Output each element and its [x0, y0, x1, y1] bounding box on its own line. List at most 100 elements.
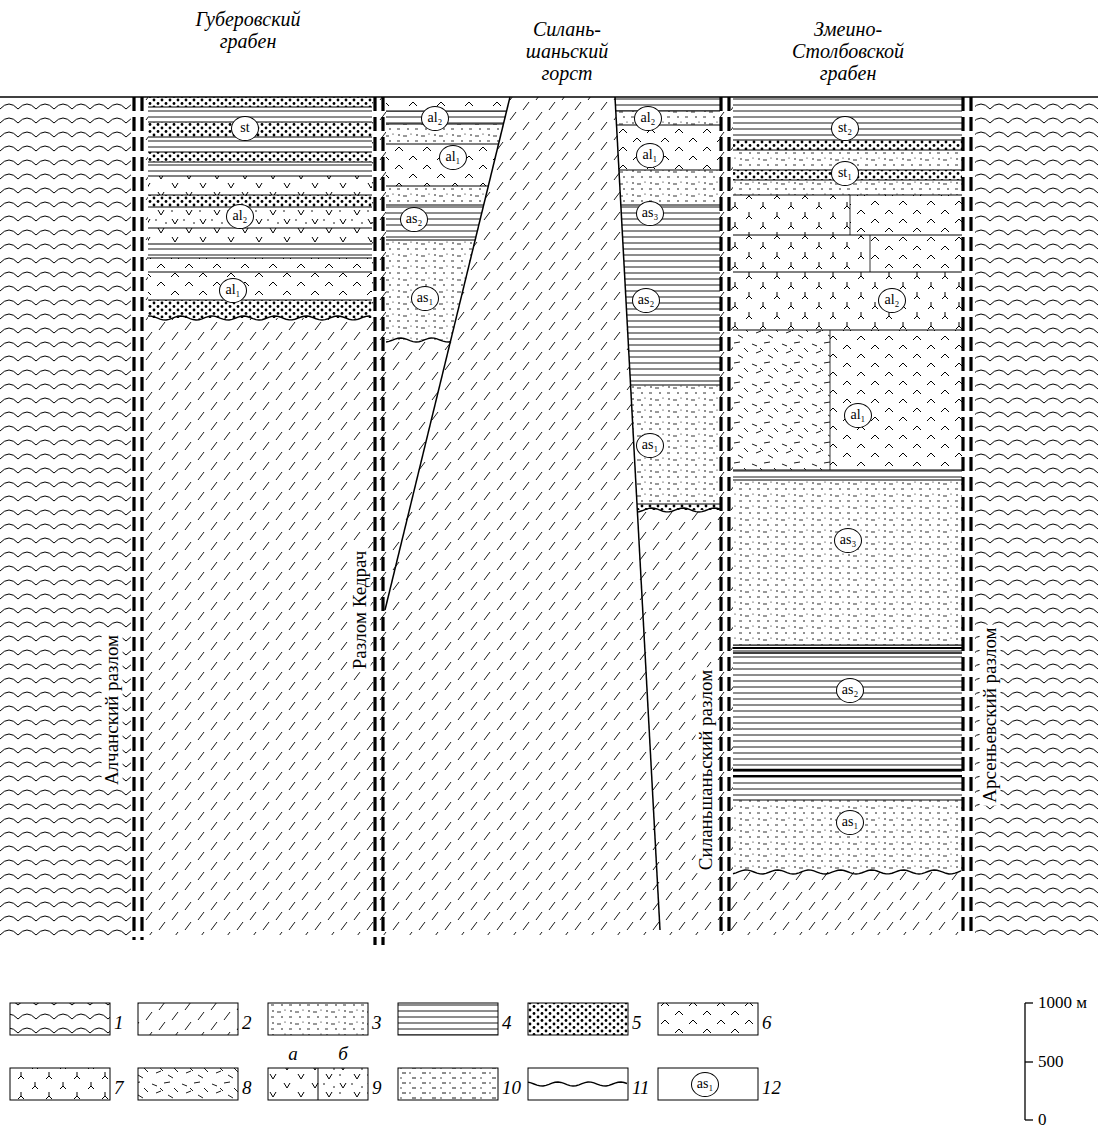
- layer-ground: [148, 244, 372, 258]
- layer-boundary: [386, 240, 510, 241]
- fault-zone: [961, 97, 964, 935]
- layer-boundary: [733, 195, 850, 196]
- swatch-border: [10, 1068, 110, 1100]
- index-circle: as₁: [691, 1072, 719, 1097]
- layer-ground: [850, 195, 962, 235]
- layer-ground: [870, 235, 962, 272]
- legend-number: 4: [502, 1013, 512, 1034]
- legend-number: 10: [502, 1078, 521, 1099]
- metamorphic-basement: [0, 97, 131, 940]
- layer-ground: [615, 170, 720, 205]
- index-circle: st₂: [831, 116, 859, 141]
- layer-ground: [148, 137, 372, 152]
- rock-layer: [148, 300, 372, 318]
- scale-tick: [1025, 1061, 1033, 1062]
- swatch-fill: [10, 1003, 110, 1035]
- swatch-ground: [528, 1003, 628, 1035]
- layer-ground: [733, 800, 962, 872]
- index-circle: st₁: [831, 161, 859, 186]
- index-circle: al₂: [421, 106, 449, 131]
- layer-boundary: [733, 272, 962, 273]
- legend-swatch: [138, 1003, 238, 1035]
- structure-title: Силань- шаньский горст: [512, 18, 622, 84]
- unconformity-line: [615, 508, 720, 512]
- layer-ground: [386, 240, 510, 340]
- legend-number: 12: [762, 1078, 781, 1099]
- index-circle: st: [231, 116, 259, 141]
- layer-boundary: [386, 111, 510, 112]
- legend-sublabel: а: [288, 1044, 298, 1065]
- legend-number: 8: [242, 1078, 252, 1099]
- thick-bed: [733, 775, 962, 777]
- index-label: al₁: [643, 148, 658, 162]
- index-label: as₂: [842, 683, 859, 697]
- rock-layer: [386, 97, 510, 111]
- rock-layer: [148, 162, 372, 176]
- legend-swatch: [10, 1003, 110, 1035]
- legend-swatch: [658, 1003, 758, 1035]
- layer-boundary: [733, 800, 962, 801]
- legend-number: 9: [372, 1078, 382, 1099]
- layer-boundary: [148, 107, 372, 108]
- fault-zone: [719, 97, 722, 935]
- index-label: al₂: [885, 293, 900, 307]
- layer-ground: [386, 97, 510, 111]
- swatch-fill: [398, 1068, 498, 1100]
- layer-boundary: [733, 150, 962, 151]
- fault-name: Силаньшаньский разлом: [696, 667, 717, 873]
- rock-layer: [733, 140, 962, 150]
- fault-line: [385, 97, 510, 610]
- metamorphic-basement: [975, 97, 1098, 935]
- index-label: as₂: [638, 293, 655, 307]
- layer-boundary: [615, 504, 720, 505]
- swatch-border: [528, 1068, 628, 1100]
- layer-boundary: [830, 330, 962, 331]
- layer-boundary: [733, 480, 962, 481]
- layer-boundary: [148, 152, 372, 153]
- index-circle: al₂: [878, 288, 906, 313]
- rock-layer: [148, 152, 372, 162]
- layer-boundary: [386, 186, 510, 187]
- swatch-border: [268, 1003, 368, 1035]
- swatch-border: [10, 1003, 110, 1035]
- layer-boundary: [733, 235, 870, 236]
- layer-ground: [830, 330, 962, 470]
- metamorphic-ground: [0, 97, 131, 940]
- index-circle: as₂: [400, 207, 428, 232]
- layer-boundary: [148, 272, 372, 273]
- layer-ground: [148, 162, 372, 176]
- rock-layer: [615, 385, 720, 504]
- swatch-fill: [318, 1068, 368, 1100]
- unconformity-line: [148, 316, 370, 320]
- layer-ground: [615, 205, 720, 385]
- metamorphic-ground: [975, 97, 1098, 935]
- rock-layer: [148, 107, 372, 122]
- swatch-ground: [398, 1003, 498, 1035]
- legend-number: 2: [242, 1013, 252, 1034]
- rock-layer: [148, 122, 372, 137]
- layer-ground: [148, 122, 372, 137]
- rock-layer: [386, 124, 510, 144]
- layer-ground: [615, 125, 720, 170]
- rock-layer: [733, 330, 830, 470]
- legend-swatch: [398, 1068, 498, 1100]
- index-circle: as₁: [836, 810, 864, 835]
- rock-layer: [850, 195, 962, 235]
- facies-boundary: [850, 195, 851, 235]
- layer-ground: [386, 186, 510, 205]
- swatch-fill: [528, 1003, 628, 1035]
- ground-surface: [0, 96, 1098, 98]
- swatch-fill: [138, 1068, 238, 1100]
- index-circle: as₁: [411, 286, 439, 311]
- index-circle: al₁: [219, 278, 247, 303]
- legend-number: 11: [632, 1078, 650, 1099]
- layer-ground: [148, 207, 372, 228]
- fault-zone: [373, 97, 376, 945]
- unconformity-line: [733, 870, 961, 874]
- layer-boundary: [733, 645, 962, 646]
- rock-layer: [615, 111, 720, 125]
- index-label: al₂: [641, 111, 656, 125]
- rock-layer: [148, 137, 372, 152]
